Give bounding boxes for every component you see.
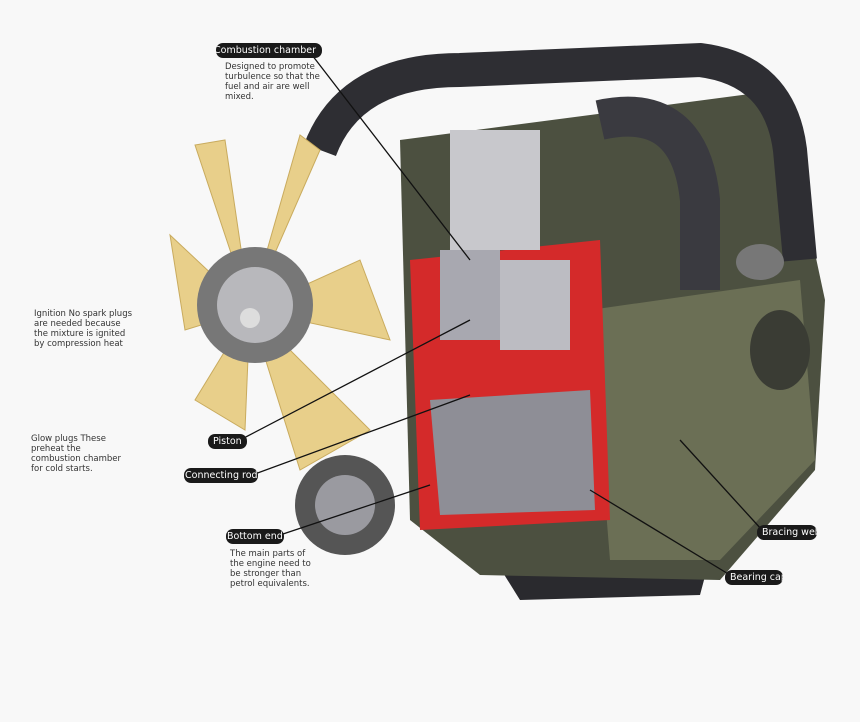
note-bottom-end: The main parts of the engine need to be … (230, 549, 311, 589)
note-glow-plugs: Glow plugs These preheat the combustion … (31, 434, 122, 474)
label-bottom-end: Bottom end (226, 529, 284, 544)
label-combustion-chamber: Combustion chamber (216, 43, 322, 58)
valve-train (450, 130, 540, 250)
note-ignition: Ignition No spark plugs are needed becau… (34, 309, 133, 349)
piston-left (440, 250, 500, 340)
piston-right (500, 260, 570, 350)
label-bracing-web: Bracing web (757, 525, 817, 540)
note-combustion-chamber: Designed to promote turbulence so that t… (225, 62, 320, 102)
label-connecting-rod: Connecting rod (184, 468, 258, 483)
crankshaft (430, 390, 595, 515)
leader-lines (239, 54, 763, 576)
label-bearing-cap: Bearing cap (725, 570, 783, 585)
intake-pipe (304, 42, 817, 262)
pipe-outlet (736, 244, 784, 280)
gear (750, 310, 810, 390)
label-piston: Piston (208, 434, 247, 449)
